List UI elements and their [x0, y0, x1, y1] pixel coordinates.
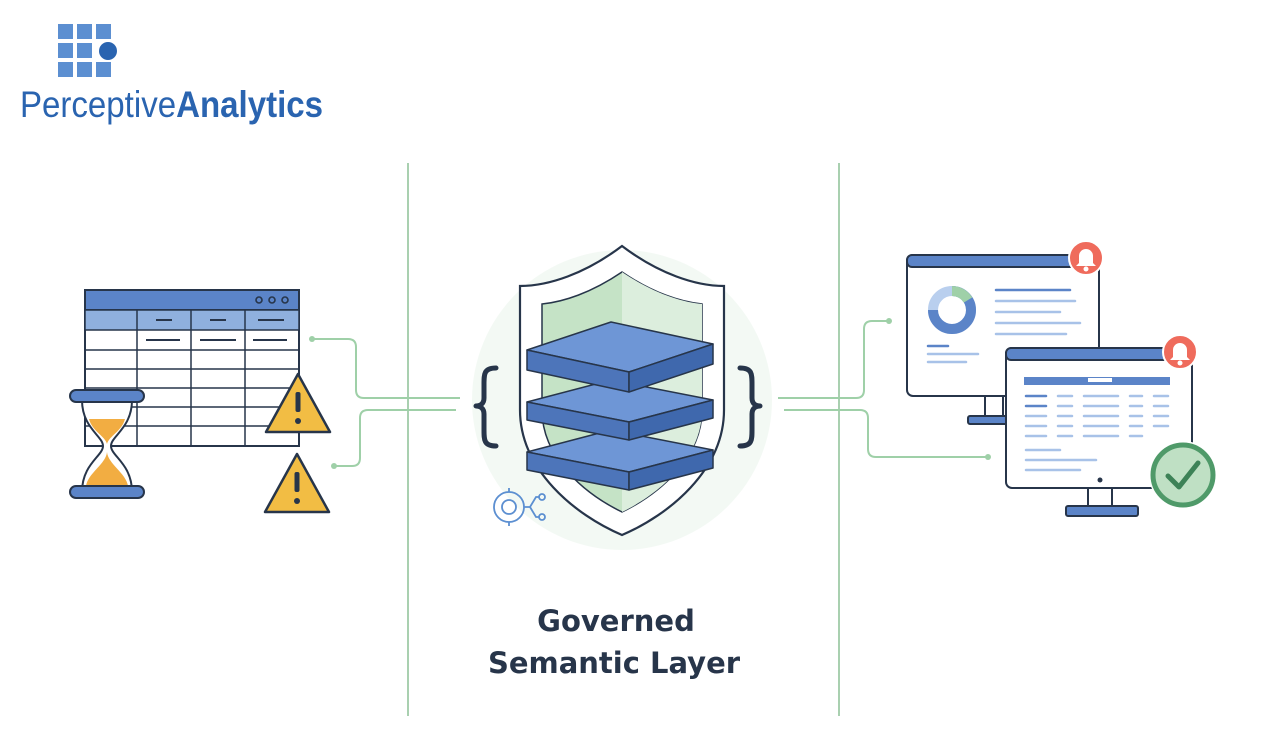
company-name-light: Perceptive — [20, 84, 176, 125]
notification-bell-icon — [1068, 240, 1104, 276]
layer-bottom — [526, 429, 714, 491]
company-logo-grid-icon — [58, 24, 117, 77]
stacked-layers-icon — [526, 321, 714, 491]
donut-chart-icon — [928, 286, 976, 334]
monitor-report-icon — [1005, 347, 1193, 517]
connector-dot — [886, 318, 892, 324]
layer-top — [526, 321, 714, 393]
left-brace-icon — [473, 365, 499, 449]
company-name: PerceptiveAnalytics — [20, 84, 323, 125]
caption-line-1: Governed — [537, 604, 695, 638]
connector-dot — [309, 336, 315, 342]
connector-bottom-left — [334, 409, 456, 467]
check-badge-icon — [1149, 441, 1217, 509]
spreadsheet-table-icon — [84, 289, 300, 447]
connection-node-icon — [493, 488, 546, 526]
company-logo: PerceptiveAnalytics — [20, 24, 323, 125]
layer-middle — [526, 379, 714, 441]
connector-top-left — [312, 338, 460, 399]
connector-dot — [331, 463, 337, 469]
connector-top-right — [778, 320, 887, 399]
notification-bell-icon — [1162, 334, 1198, 370]
connector-bottom-right — [784, 409, 986, 458]
connector-dot — [985, 454, 991, 460]
caption-line-2: Semantic Layer — [488, 646, 741, 680]
company-name-bold: Analytics — [176, 84, 323, 125]
connectors — [312, 320, 986, 467]
warning-icon — [263, 452, 331, 514]
hourglass-icon — [69, 389, 145, 499]
warning-icon — [264, 372, 332, 434]
right-brace-icon — [737, 365, 763, 449]
